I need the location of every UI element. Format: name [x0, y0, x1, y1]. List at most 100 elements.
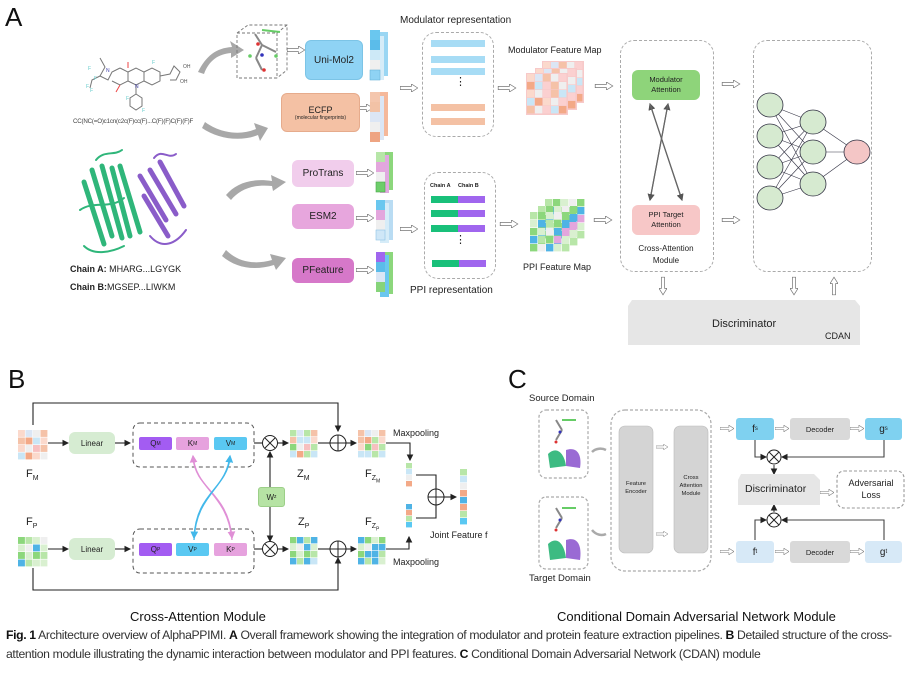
target-domain-frame [538, 496, 589, 570]
f-m-cell [40, 452, 48, 460]
multiply-op-source [766, 449, 782, 465]
modulator-map-cell [559, 82, 567, 90]
fz-m-cell [365, 451, 372, 458]
ppi-map-cell [562, 236, 570, 244]
source-domain-label: Source Domain [529, 393, 595, 404]
fz-p-cell [365, 551, 372, 558]
pooled-m-cell [406, 463, 412, 469]
f-p-cell [40, 552, 48, 559]
modulator-map-cell [543, 62, 551, 70]
svg-text:F: F [88, 66, 91, 72]
modulator-feature-map-label: Modulator Feature Map [508, 45, 602, 55]
joint-feature-cell [460, 511, 467, 518]
maxpooling-label-bottom: Maxpooling [393, 557, 440, 567]
v-m-to-v-p-curve [190, 457, 231, 540]
ppi-map-cell [546, 220, 554, 228]
f-p-cell [40, 559, 48, 567]
f-m-cell [40, 430, 48, 437]
z-p-cell [304, 558, 311, 565]
modulator-map-cell [551, 82, 559, 90]
svg-text:F: F [94, 76, 97, 82]
modulator-map-cell [551, 62, 559, 70]
pooled-p-cell [406, 504, 412, 510]
ppi-map-cell [546, 228, 554, 236]
z-p-cell [311, 558, 318, 565]
ppi-representation-frame [424, 172, 496, 279]
ppi-map-cell [545, 199, 553, 207]
ppi-map-cell [538, 212, 546, 220]
modulator-map-cell [551, 106, 559, 114]
f-m-cell [33, 430, 40, 437]
fz-p-cell [372, 544, 379, 551]
fz-p-cell [365, 537, 372, 544]
modulator-map-cell [527, 74, 535, 82]
modulator-map-cell [535, 82, 543, 90]
ppi-map-cell [562, 228, 570, 236]
f-p-cell [33, 537, 40, 544]
modulator-map-cell [559, 62, 567, 70]
fz-p-cell [372, 558, 379, 565]
f-m-cell [18, 445, 25, 452]
protein-structure [79, 149, 187, 253]
z-m-cell [290, 444, 297, 451]
cross-attention-module-label: Cross-Attention Module [638, 244, 694, 265]
modulator-map-cell [527, 106, 535, 114]
panel-label-b: B [8, 364, 26, 394]
modulator-map-cell [535, 90, 543, 98]
fz-p-cell [358, 544, 365, 551]
f-p-cell [33, 544, 40, 552]
modulator-map-cell [568, 85, 576, 93]
modulator-map-cell [560, 69, 568, 77]
f-p-cell [18, 559, 25, 567]
modulator-map-cell [559, 90, 567, 98]
modulator-feature-map [526, 61, 584, 115]
joint-feature-cell [460, 497, 467, 504]
figure-caption: Fig. 1 Architecture overview of AlphaPPI… [6, 628, 892, 661]
z-p-cell [304, 537, 311, 544]
modulator-map-cell [544, 69, 552, 77]
ppi-map-cell [561, 199, 569, 207]
svg-text:F: F [126, 96, 129, 102]
chain-b-column-label: Chain B [458, 183, 479, 189]
pfeature-box: PFeature [292, 258, 354, 283]
linear-box-p: Linear [69, 538, 115, 560]
pooled-m-cell [406, 469, 412, 475]
ppi-map-cell [546, 236, 554, 244]
f-m-cell [25, 452, 33, 460]
ppi-map-cell [530, 228, 538, 236]
multiply-op-m [262, 435, 278, 451]
nn-hidden-node [799, 139, 827, 165]
ppi-map-cell [570, 206, 578, 214]
modulator-map-cell [559, 106, 567, 114]
z-m-cell [297, 444, 304, 451]
fz-m-cell [358, 444, 365, 451]
modulator-map-cell [575, 78, 583, 86]
modulator-map-cell [551, 90, 559, 98]
modulator-map-cell [568, 77, 576, 85]
f-m-cell [25, 445, 33, 452]
z-p-cell [297, 558, 304, 565]
z-p-cell [290, 544, 297, 551]
cdan-label: CDAN [825, 331, 851, 341]
fz-p-label: FZP [365, 516, 380, 533]
cross-attention-block-c [673, 425, 709, 554]
chain-a-sequence: Chain A: MHARG...LGYGK [70, 264, 182, 274]
z-m-cell [311, 437, 318, 444]
ppi-map-cell [577, 207, 585, 215]
modulator-map-cell [559, 74, 567, 82]
nn-output-node [843, 139, 871, 165]
svg-text:OH: OH [180, 79, 188, 85]
f-p-cell [25, 559, 33, 567]
f-m-label: FM [26, 468, 39, 483]
unimol-box: Uni-Mol2 [305, 40, 363, 80]
pooled-m-cell [406, 481, 412, 487]
modulator-map-cell [527, 90, 535, 98]
f-p-cell [18, 552, 25, 559]
feature-encoder-block [618, 425, 654, 554]
ppi-map-cell [530, 220, 538, 228]
fz-p-cell [365, 558, 372, 565]
protrans-box: ProTrans [292, 160, 354, 187]
